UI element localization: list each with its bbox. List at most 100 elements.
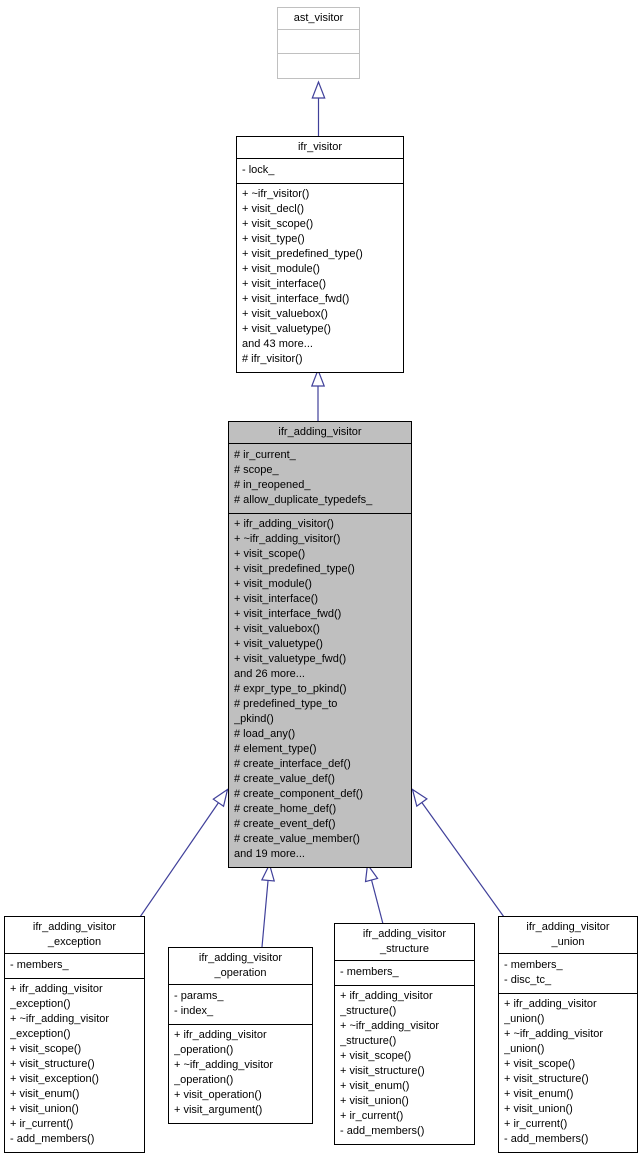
methods-compartment: + ifr_adding_visitor _operation() + ~ifr_a…	[169, 1025, 312, 1123]
inheritance-edge-union-to-ifr-adding-visitor	[411, 788, 505, 918]
method-line: + visit_interface_fwd()	[234, 608, 342, 620]
method-line: + visit_union()	[504, 1103, 573, 1115]
class-box-ast-visitor[interactable]: ast_visitor	[277, 7, 360, 79]
method-line: + visit_predefined_type()	[234, 563, 355, 575]
method-line: + visit_valuebox()	[242, 308, 328, 320]
class-title-line: _exception	[47, 936, 102, 948]
methods-compartment: + ~ifr_visitor() + visit_decl() + visit_sc…	[237, 184, 403, 372]
attribute-line: - members_	[340, 966, 399, 978]
class-box-ifr-adding-visitor-operation[interactable]: ifr_adding_visitor_operation - params_- …	[168, 947, 313, 1124]
method-line: and 43 more...	[242, 338, 313, 350]
class-box-ifr-adding-visitor[interactable]: ifr_adding_visitor # ir_current_# scope_…	[228, 421, 412, 868]
class-title-line: ifr_visitor	[297, 141, 342, 153]
class-box-ifr-visitor[interactable]: ifr_visitor - lock_ + ~ifr_visitor() + vi…	[236, 136, 404, 373]
inheritance-edge-exception-to-ifr-adding-visitor	[139, 788, 229, 918]
method-line: + ifr_adding_visitor	[174, 1029, 267, 1041]
method-line: _union()	[504, 1013, 545, 1025]
method-line: + ir_current()	[340, 1110, 404, 1122]
method-line: + visit_module()	[242, 263, 320, 275]
methods-compartment: + ifr_adding_visitor_exception()+ ~ifr_a…	[5, 979, 144, 1152]
method-line: - add_members()	[340, 1125, 425, 1137]
method-line: # create_interface_def()	[234, 758, 351, 770]
attribute-line: # in_reopened_	[234, 479, 311, 491]
method-line: + visit_scope()	[504, 1058, 576, 1070]
class-title: ifr_adding_visitor _exception	[5, 917, 144, 954]
method-line: + visit_valuebox()	[234, 623, 320, 635]
class-title-line: ifr_adding_visitor	[526, 921, 610, 933]
class-title-line: ifr_adding_visitor	[32, 921, 117, 933]
method-line: + visit_decl()	[242, 203, 305, 215]
method-line: _operation()	[174, 1074, 234, 1086]
method-line: # element_type()	[234, 743, 317, 755]
method-line: + ~ifr_adding_visitor()	[234, 533, 341, 545]
attribute-line: - members_	[504, 959, 563, 971]
method-line: + visit_structure()	[340, 1065, 425, 1077]
method-line: - add_members()	[504, 1133, 589, 1145]
class-title: ifr_adding_visitor_structure	[335, 924, 474, 961]
method-line: + visit_module()	[234, 578, 312, 590]
method-line: + visit_enum()	[504, 1088, 574, 1100]
method-line: _pkind()	[234, 713, 274, 725]
method-line: # create_component_def()	[234, 788, 364, 800]
method-line: # expr_type_to_pkind()	[234, 683, 347, 695]
method-line: - add_members()	[10, 1133, 95, 1145]
method-line: + visit_argument()	[174, 1104, 263, 1116]
method-line: + visit_scope()	[234, 548, 306, 560]
method-line: + visit_scope()	[242, 218, 314, 230]
method-line: + visit_enum()	[340, 1080, 410, 1092]
class-title: ifr_adding_visitor	[229, 422, 411, 444]
attributes-compartment: - members_- disc_tc_	[499, 954, 637, 994]
method-line: + ~ifr_visitor()	[242, 188, 310, 200]
method-line: _structure()	[340, 1005, 397, 1017]
method-line: # create_home_def()	[234, 803, 337, 815]
class-box-ifr-adding-visitor-exception[interactable]: ifr_adding_visitor_exception - members_ …	[4, 916, 145, 1153]
attribute-line: # allow_duplicate_typedefs_	[234, 494, 373, 506]
method-line: # load_any()	[234, 728, 296, 740]
method-line: _exception()	[10, 998, 71, 1010]
attributes-compartment	[278, 30, 359, 54]
methods-compartment: + ifr_adding_visitor()+ ~ifr_adding_visi…	[229, 514, 411, 867]
class-title: ifr_adding_visitor_operation	[169, 948, 312, 985]
method-line: + ~ifr_adding_visitor	[174, 1059, 274, 1071]
class-title: ifr_adding_visitor_union	[499, 917, 637, 954]
method-line: + visit_union()	[340, 1095, 409, 1107]
attribute-line: - lock_	[242, 164, 275, 176]
method-line: # create_value_member()	[234, 833, 360, 845]
method-line: _union()	[504, 1043, 545, 1055]
method-line: # predefined_type_to	[234, 698, 338, 710]
attributes-compartment: - lock_	[237, 159, 403, 184]
class-title-line: _operation	[214, 967, 267, 979]
method-line: + visit_operation()	[174, 1089, 262, 1101]
method-line: + visit_interface()	[242, 278, 327, 290]
method-line: # create_event_def()	[234, 818, 336, 830]
method-line: + ~ifr_adding_visitor	[10, 1013, 110, 1025]
method-line: + ~ifr_adding_visitor	[504, 1028, 604, 1040]
method-line: _exception()	[10, 1028, 71, 1040]
method-line: + visit_interface_fwd()	[242, 293, 350, 305]
method-line: and 19 more...	[234, 848, 305, 860]
methods-compartment	[278, 54, 359, 78]
method-line: + visit_scope()	[340, 1050, 412, 1062]
method-line: + visit_enum()	[10, 1088, 80, 1100]
method-line: + visit_valuetype_fwd()	[234, 653, 347, 665]
class-title-line: ifr_adding_visitor	[362, 928, 447, 940]
class-title-line: ifr_adding_visitor	[278, 426, 362, 438]
method-line: and 26 more...	[234, 668, 305, 680]
class-title: ast_visitor	[278, 8, 359, 30]
method-line: # create_value_def()	[234, 773, 335, 785]
method-line: _operation()	[174, 1044, 234, 1056]
inheritance-edge-structure-to-ifr-adding-visitor	[364, 862, 384, 925]
method-line: + visit_predefined_type()	[242, 248, 363, 260]
class-box-ifr-adding-visitor-union[interactable]: ifr_adding_visitor_union - members_- dis…	[498, 916, 638, 1153]
method-line: + visit_scope()	[10, 1043, 82, 1055]
method-line: + ir_current()	[504, 1118, 568, 1130]
attributes-compartment: # ir_current_# scope_# in_reopened_# all…	[229, 444, 411, 514]
class-title: ifr_visitor	[237, 137, 403, 159]
method-line: + visit_structure()	[10, 1058, 95, 1070]
class-box-ifr-adding-visitor-structure[interactable]: ifr_adding_visitor_structure - members_ …	[334, 923, 475, 1145]
method-line: + visit_valuetype()	[242, 323, 331, 335]
inheritance-edge-operation-to-ifr-adding-visitor	[260, 862, 276, 948]
attributes-compartment: - members_	[335, 961, 474, 986]
method-line: + visit_structure()	[504, 1073, 589, 1085]
